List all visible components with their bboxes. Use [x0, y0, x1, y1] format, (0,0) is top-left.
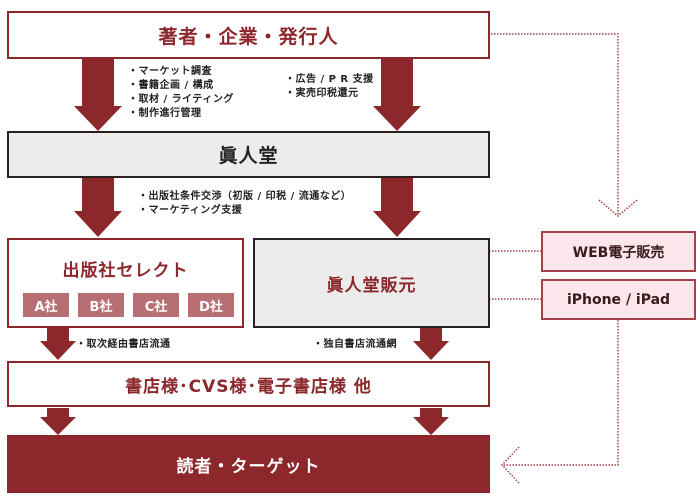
- iphone-ipad-label: iPhone / iPad: [566, 291, 671, 308]
- readers-target-box: 読者・ターゲット: [7, 435, 490, 493]
- arrow-down-icon: [40, 328, 76, 360]
- note-item: ・制作進行管理: [128, 108, 202, 119]
- publisher-tag-d: D社: [188, 293, 234, 317]
- publisher-tag-a: A社: [23, 293, 69, 317]
- dotted-arrow-head-icon: [598, 199, 638, 217]
- dotted-connector-iphone-to-readers: [503, 320, 619, 466]
- negotiation-notes: ・出版社条件交渉（初版 / 印税 / 流通など） ・マーケティング支援: [138, 190, 351, 218]
- dotted-arrow-head-icon: [500, 446, 520, 484]
- publisher-select-box: 出版社セレクト A社 B社 C社 D社: [7, 238, 244, 328]
- note-item: ・取材 / ライティング: [128, 94, 234, 105]
- arrow-down-icon: [413, 408, 449, 435]
- publisher-tag-b: B社: [78, 293, 124, 317]
- arrow-down-icon: [74, 177, 122, 237]
- arrow-down-icon: [373, 58, 421, 131]
- publisher-select-label: 出版社セレクト: [62, 261, 189, 281]
- distribution-note-agency: ・取次経由書店流通: [76, 339, 171, 350]
- note-item: ・広告 / P R 支援: [285, 74, 374, 85]
- note-item: ・出版社条件交渉（初版 / 印税 / 流通など）: [138, 191, 352, 202]
- note-item: ・書籍企画 / 構成: [128, 80, 214, 91]
- services-notes-left: ・マーケット調査 ・書籍企画 / 構成 ・取材 / ライティング ・制作進行管理: [128, 65, 234, 121]
- arrow-down-icon: [373, 177, 421, 237]
- publisher-tags: A社 B社 C社 D社: [23, 293, 234, 317]
- note-item: ・実売印税還元: [285, 88, 359, 99]
- arrow-down-icon: [40, 408, 76, 435]
- iphone-ipad-box: iPhone / iPad: [541, 279, 696, 320]
- distribution-note-own: ・独自書店流通網: [313, 339, 397, 350]
- publisher-tag-c: C社: [133, 293, 179, 317]
- shinjindo-publisher-box: 眞人堂販元: [253, 238, 490, 328]
- stores-box-label: 書店様･CVS様･電子書店様 他: [125, 376, 372, 397]
- shinjindo-box: 眞人堂: [7, 131, 490, 178]
- dotted-connector-author-to-web: [491, 33, 619, 215]
- author-box-label: 著者・企業・発行人: [158, 25, 339, 48]
- stores-box: 書店様･CVS様･電子書店様 他: [7, 361, 490, 407]
- services-notes-right: ・広告 / P R 支援 ・実売印税還元: [285, 73, 374, 101]
- note-item: ・マーケット調査: [128, 66, 212, 77]
- readers-target-label: 読者・ターゲット: [176, 456, 321, 477]
- web-ebook-sales-label: WEB電子販売: [572, 244, 665, 261]
- arrow-down-icon: [74, 58, 122, 131]
- shinjindo-box-label: 眞人堂: [218, 145, 279, 167]
- arrow-down-icon: [413, 328, 449, 360]
- note-item: ・マーケティング支援: [138, 205, 243, 216]
- web-ebook-sales-box: WEB電子販売: [541, 231, 696, 272]
- author-company-publisher-box: 著者・企業・発行人: [7, 11, 490, 59]
- shinjindo-publisher-label: 眞人堂販元: [326, 275, 417, 296]
